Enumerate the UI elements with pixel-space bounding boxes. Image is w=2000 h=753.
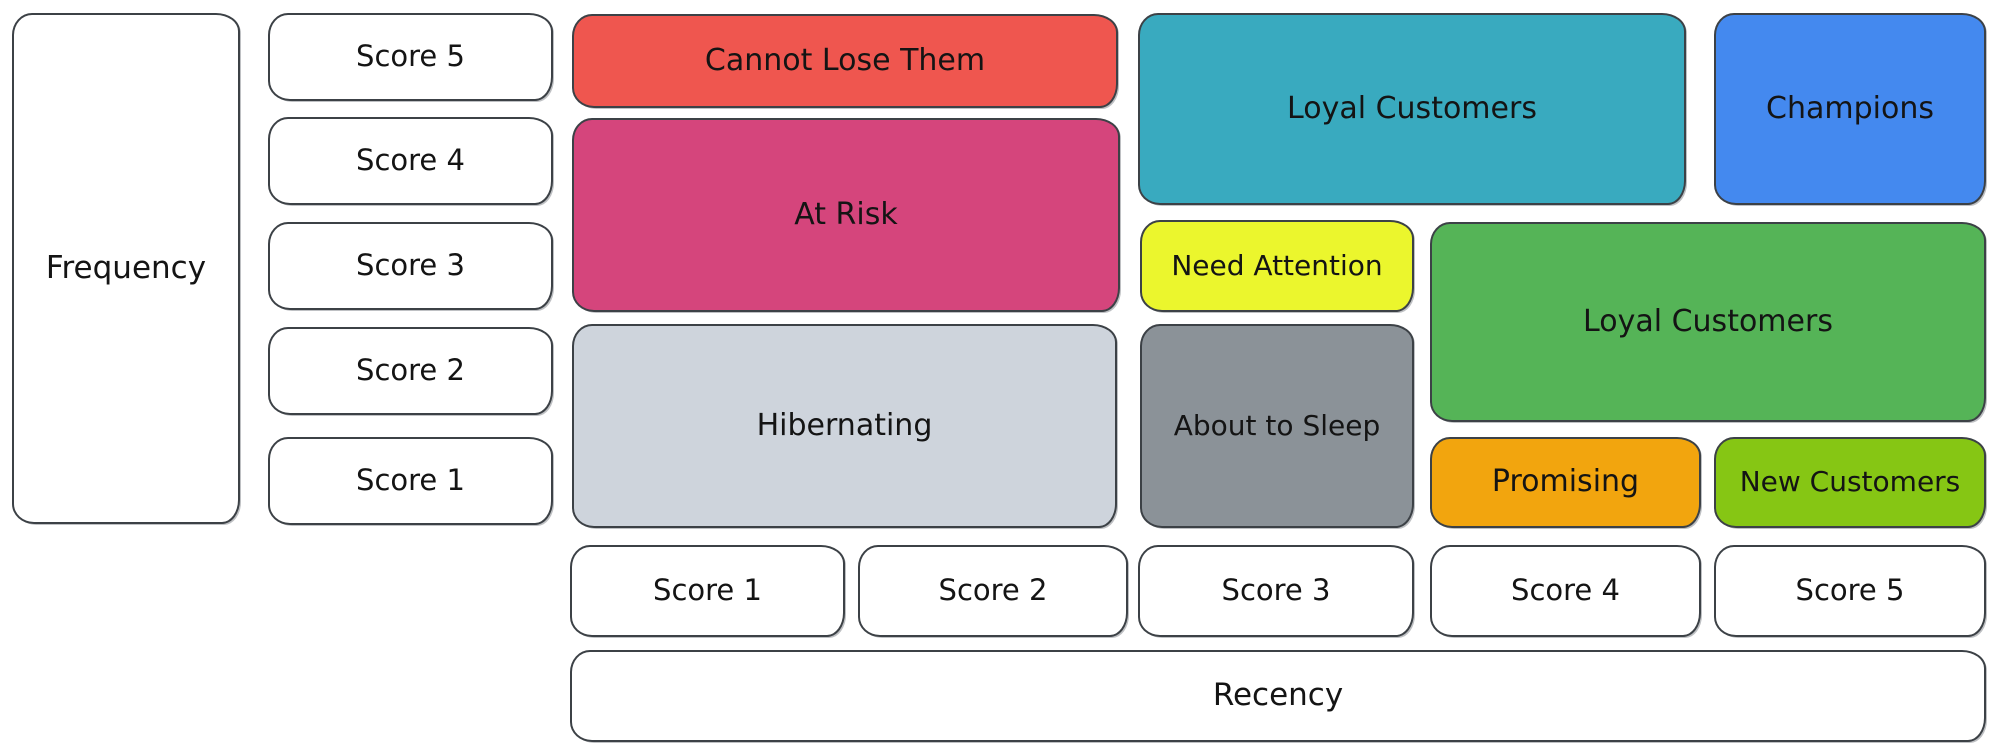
x-axis-score-3: Score 3 xyxy=(1138,545,1414,637)
segment-cannot-lose-them: Cannot Lose Them xyxy=(572,14,1118,108)
x-axis-title: Recency xyxy=(570,650,1986,742)
y-axis-score-3: Score 3 xyxy=(268,222,553,310)
y-axis-title: Frequency xyxy=(12,13,240,524)
segment-promising: Promising xyxy=(1430,437,1701,528)
x-axis-score-4: Score 4 xyxy=(1430,545,1701,637)
segment-champions: Champions xyxy=(1714,13,1986,205)
x-axis-score-2: Score 2 xyxy=(858,545,1128,637)
y-axis-score-2: Score 2 xyxy=(268,327,553,415)
y-axis-score-1: Score 1 xyxy=(268,437,553,525)
segment-hibernating: Hibernating xyxy=(572,324,1117,528)
segment-new-customers: New Customers xyxy=(1714,437,1986,528)
x-axis-score-5: Score 5 xyxy=(1714,545,1986,637)
segment-need-attention: Need Attention xyxy=(1140,220,1414,312)
segment-at-risk: At Risk xyxy=(572,118,1120,312)
y-axis-score-4: Score 4 xyxy=(268,117,553,205)
segment-loyal-customers-lower: Loyal Customers xyxy=(1430,222,1986,422)
segment-about-to-sleep: About to Sleep xyxy=(1140,324,1414,528)
y-axis-score-5: Score 5 xyxy=(268,13,553,101)
segment-loyal-customers-upper: Loyal Customers xyxy=(1138,13,1686,205)
x-axis-score-1: Score 1 xyxy=(570,545,845,637)
